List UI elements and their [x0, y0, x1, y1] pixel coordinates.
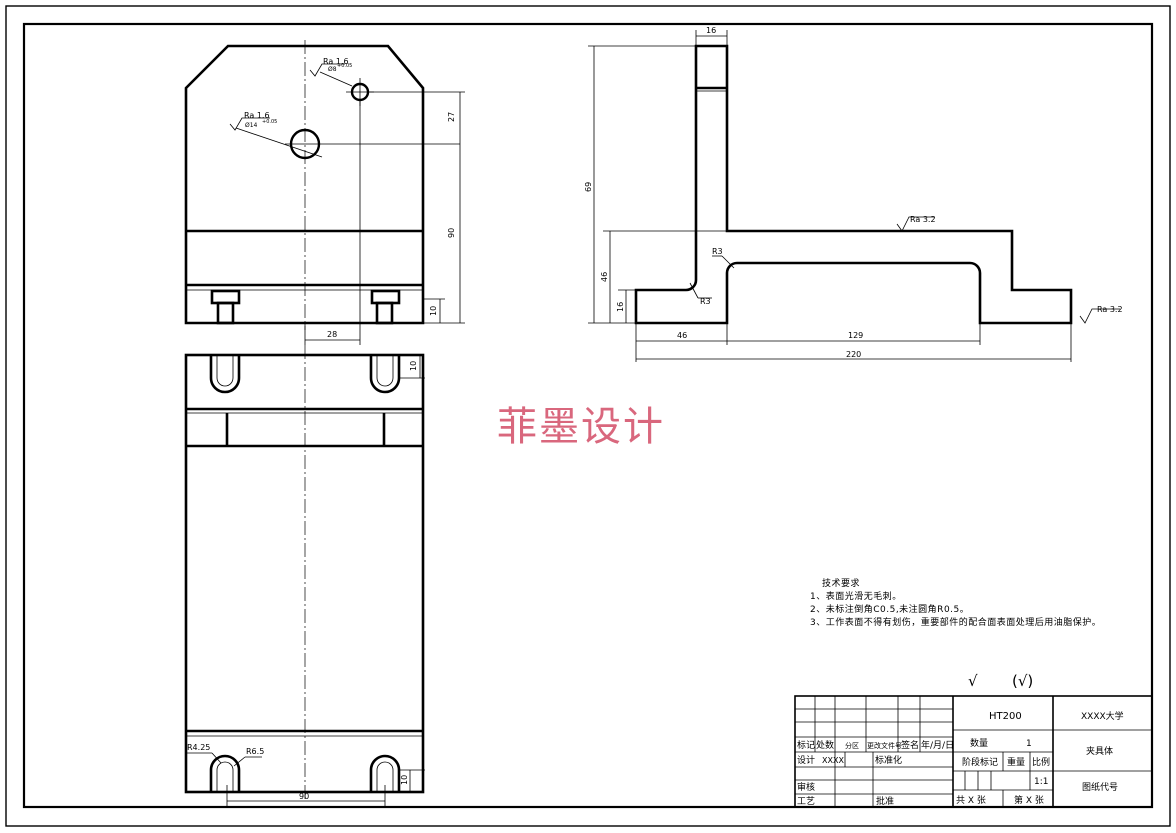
dim-28: 28	[327, 330, 337, 339]
tb-stage-label: 阶段标记	[962, 756, 998, 768]
roughness-small-hole: Ra 1.6	[323, 57, 349, 66]
tech-item-1: 1、表面光滑无毛刺。	[810, 590, 902, 602]
tb-sign: 签名	[901, 739, 919, 751]
dim-10: 10	[429, 306, 438, 316]
radius-r425: R4.25	[187, 743, 210, 752]
watermark: 菲墨设计	[497, 404, 665, 450]
tb-scale-value: 1:1	[1034, 777, 1048, 787]
tb-process: 工艺	[797, 796, 815, 807]
dim-16-left: 16	[616, 302, 625, 312]
roughness-right: Ra 3.2	[1097, 305, 1123, 314]
dim-220: 220	[846, 350, 861, 359]
dim-large-hole: Ø14	[245, 122, 258, 129]
radius-r3-upper: R3	[712, 247, 723, 256]
bottom-view: 10 10 R4.25 R6.5 90	[184, 345, 425, 806]
dim-69: 69	[584, 182, 593, 192]
radius-r65: R6.5	[246, 747, 264, 756]
tech-title: 技术要求	[822, 577, 860, 589]
dim-90-horizontal: 90	[299, 792, 309, 801]
tb-drawing-code: 图纸代号	[1082, 781, 1118, 793]
surface-symbol-general: √	[968, 672, 978, 690]
tb-weight-label: 重量	[1007, 756, 1025, 768]
title-block: 标记 处数 分区 更改文件号 签名 年/月/日 设计 XXXX 标准化 审核 工…	[794, 695, 1153, 808]
tb-mark: 标记	[797, 739, 815, 751]
tech-item-2: 2、未标注倒角C0.5,未注圆角R0.5。	[810, 603, 969, 615]
tol-small-hole: +0.05	[337, 63, 352, 69]
dim-27: 27	[447, 112, 456, 122]
tb-school: XXXX大学	[1081, 710, 1124, 722]
dim-16-top: 16	[706, 26, 716, 35]
dim-small-hole: Ø8	[328, 66, 337, 73]
dim-10-bottom: 10	[400, 775, 409, 785]
inner-border	[22, 22, 1154, 809]
tb-approve: 批准	[876, 795, 894, 807]
roughness-top: Ra 3.2	[910, 215, 936, 224]
tb-qty-label: 数量	[970, 737, 988, 749]
tb-date: 年/月/日	[921, 739, 954, 751]
radius-r3-lower: R3	[700, 297, 711, 306]
tb-standard: 标准化	[875, 754, 902, 766]
tb-count: 处数	[816, 739, 834, 751]
tb-sheet-no: 第 X 张	[1014, 794, 1044, 806]
tech-item-3: 3、工作表面不得有划伤，重要部件的配合面表面处理后用油脂保护。	[810, 616, 1101, 628]
tb-scale-label: 比例	[1032, 756, 1050, 768]
dim-46-bottom: 46	[677, 331, 687, 340]
dim-129: 129	[848, 331, 863, 340]
tb-change-doc: 更改文件号	[867, 741, 902, 750]
tb-sheets-total: 共 X 张	[956, 795, 986, 806]
tb-part-name: 夹具体	[1086, 745, 1113, 757]
outer-border	[5, 5, 1171, 827]
tech-requirements: 技术要求 1、表面光滑无毛刺。 2、未标注倒角C0.5,未注圆角R0.5。 3、…	[810, 577, 1101, 628]
dim-10-top: 10	[409, 361, 418, 371]
tb-qty-value: 1	[1026, 739, 1032, 749]
tol-large-hole: +0.05	[262, 119, 277, 125]
dim-90-vertical: 90	[447, 228, 456, 238]
tb-design: 设计	[797, 754, 815, 766]
tb-review: 审核	[797, 781, 815, 793]
roughness-large-hole: Ra 1.6	[244, 111, 270, 120]
side-view: 16 69 46 16 R3 R3 Ra 3.2 Ra 3.2 46 129 2…	[584, 26, 1123, 362]
surface-symbol-bracketed: (√)	[1012, 672, 1033, 690]
dim-46-left: 46	[600, 272, 609, 282]
tb-zone: 分区	[845, 741, 859, 750]
tb-designer: XXXX	[822, 756, 844, 765]
tb-material: HT200	[989, 711, 1022, 722]
top-view: Ra 1.6 Ø8 +0.05 Ra 1.6 Ø14 +0.05 27 90 1…	[184, 40, 465, 345]
